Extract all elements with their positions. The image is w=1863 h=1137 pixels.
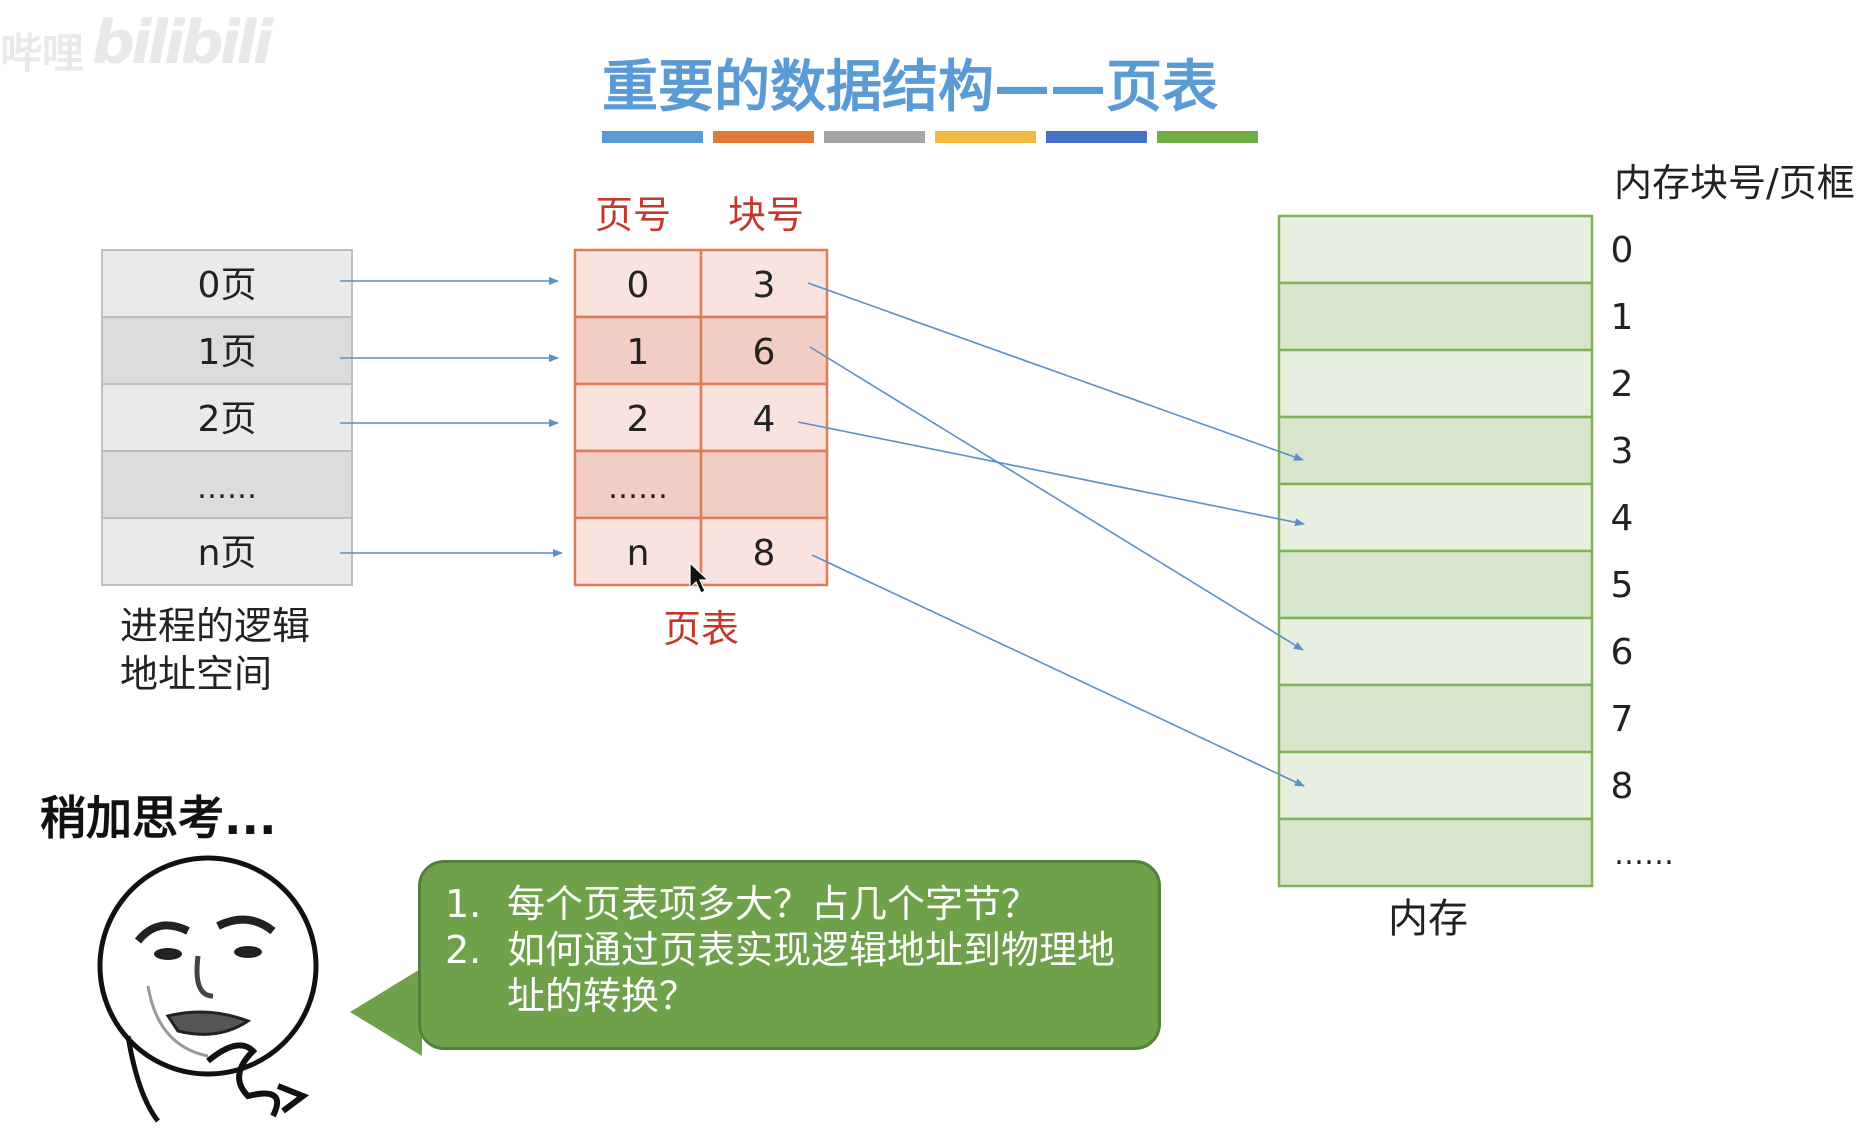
logical-page-label: 1页 — [198, 332, 257, 373]
page-table-cell — [573, 248, 703, 319]
bilibili-logo: bilibili — [92, 8, 273, 78]
memory-block-number: 6 — [1611, 632, 1634, 673]
strip-segment-1 — [602, 131, 703, 143]
page-table-page-value: 2 — [627, 399, 650, 440]
memory-block-number: 5 — [1611, 565, 1634, 606]
page-table: 页号 块号 0 3 1 6 2 4 …… n 8 页表 — [573, 193, 829, 651]
question-number: 1. — [445, 882, 482, 926]
arrow-block-6 — [809, 346, 1304, 651]
logical-page-label: n页 — [198, 533, 257, 574]
page-table-cell — [699, 315, 829, 386]
page-table-cell — [573, 516, 703, 587]
memory-block-number-header: 内存块号/页框 — [1614, 161, 1855, 205]
question-speech-bubble: 1. 每个页表项多大？占几个字节？ 2. 如何通过页表实现逻辑地址到物理地址的转… — [418, 860, 1161, 1050]
memory-block-2 — [1277, 348, 1594, 419]
page-table-cell — [699, 516, 829, 587]
memory-block-number: 7 — [1611, 699, 1634, 740]
logical-page-label: …… — [197, 471, 257, 506]
arrow-block-3 — [807, 282, 1304, 461]
logical-page-cell-1 — [101, 316, 353, 385]
question-text: 每个页表项多大？占几个字节？ — [507, 882, 1040, 926]
memory-block-7 — [1277, 683, 1594, 754]
thinking-face-icon — [97, 855, 319, 1123]
page-table-block-value: 4 — [753, 399, 776, 440]
page-table-cell — [573, 382, 703, 453]
speech-bubble-tail — [350, 968, 422, 1056]
memory-block-number: 8 — [1611, 766, 1634, 807]
logical-page-label: 2页 — [198, 399, 257, 440]
memory-block-0 — [1277, 214, 1594, 285]
page-table-page-value: n — [627, 533, 650, 574]
title-color-strip — [602, 131, 1262, 143]
slide-title: 重要的数据结构——页表 — [602, 55, 1218, 120]
thinking-heading: 稍加思考... — [40, 791, 277, 845]
table-to-memory-arrows — [797, 282, 1305, 787]
strip-segment-5 — [1046, 131, 1147, 143]
page-table-block-value: 3 — [753, 265, 776, 306]
page-table-page-value: 1 — [627, 332, 650, 373]
page-table-cell — [699, 449, 829, 520]
question-number: 2. — [445, 928, 482, 972]
memory-block-number: 2 — [1611, 364, 1634, 405]
page-number-header: 页号 — [595, 193, 671, 237]
strip-segment-4 — [935, 131, 1036, 143]
logical-to-table-arrows — [340, 277, 563, 557]
logical-space-caption: 进程的逻辑 地址空间 — [120, 602, 310, 698]
page-table-page-value: 0 — [627, 265, 650, 306]
mouse-cursor-icon — [689, 561, 710, 594]
memory-more-indicator: …… — [1614, 837, 1674, 872]
memory-block-6 — [1277, 616, 1594, 687]
strip-segment-3 — [824, 131, 925, 143]
memory-block-number: 4 — [1611, 498, 1634, 539]
memory-block-number: 0 — [1611, 230, 1634, 271]
logical-address-space: 0页 1页 2页 …… n页 — [101, 249, 353, 586]
physical-memory: 内存块号/页框 0 1 2 3 4 5 6 7 8 …… 内存 — [1277, 161, 1855, 942]
logical-page-cell-0 — [101, 249, 353, 318]
page-table-block-value: 8 — [753, 533, 776, 574]
memory-block-3 — [1277, 415, 1594, 486]
page-table-page-value: …… — [608, 471, 668, 506]
page-table-caption: 页表 — [663, 607, 739, 651]
logical-page-cell-2 — [101, 383, 353, 452]
strip-segment-6 — [1157, 131, 1258, 143]
question-item: 2. 如何通过页表实现逻辑地址到物理地址的转换？ — [445, 927, 1134, 1019]
memory-block-5 — [1277, 549, 1594, 620]
logical-space-caption-line2: 地址空间 — [120, 652, 273, 696]
logical-page-label: 0页 — [198, 265, 257, 306]
bilibili-watermark: 哔哩 bilibili — [0, 0, 273, 85]
memory-block-1 — [1277, 281, 1594, 352]
block-number-header: 块号 — [728, 193, 804, 237]
arrow-block-8 — [811, 554, 1305, 787]
question-item: 1. 每个页表项多大？占几个字节？ — [445, 881, 1134, 927]
memory-block-8 — [1277, 750, 1594, 821]
memory-block-number: 3 — [1611, 431, 1634, 472]
logical-page-cell-3 — [101, 450, 353, 519]
question-list: 1. 每个页表项多大？占几个字节？ 2. 如何通过页表实现逻辑地址到物理地址的转… — [445, 881, 1134, 1019]
strip-segment-2 — [713, 131, 814, 143]
question-text: 如何通过页表实现逻辑地址到物理地址的转换？ — [507, 928, 1116, 1018]
arrow-block-4 — [797, 421, 1305, 527]
memory-block-more — [1277, 817, 1594, 888]
memory-block-number: 1 — [1611, 297, 1634, 338]
logical-space-caption-line1: 进程的逻辑 — [120, 604, 311, 648]
watermark-left-text: 哔哩 — [0, 29, 85, 78]
logical-page-cell-4 — [101, 517, 353, 586]
page-table-block-value: 6 — [753, 332, 776, 373]
memory-caption: 内存 — [1388, 896, 1468, 942]
memory-block-4 — [1277, 482, 1594, 553]
